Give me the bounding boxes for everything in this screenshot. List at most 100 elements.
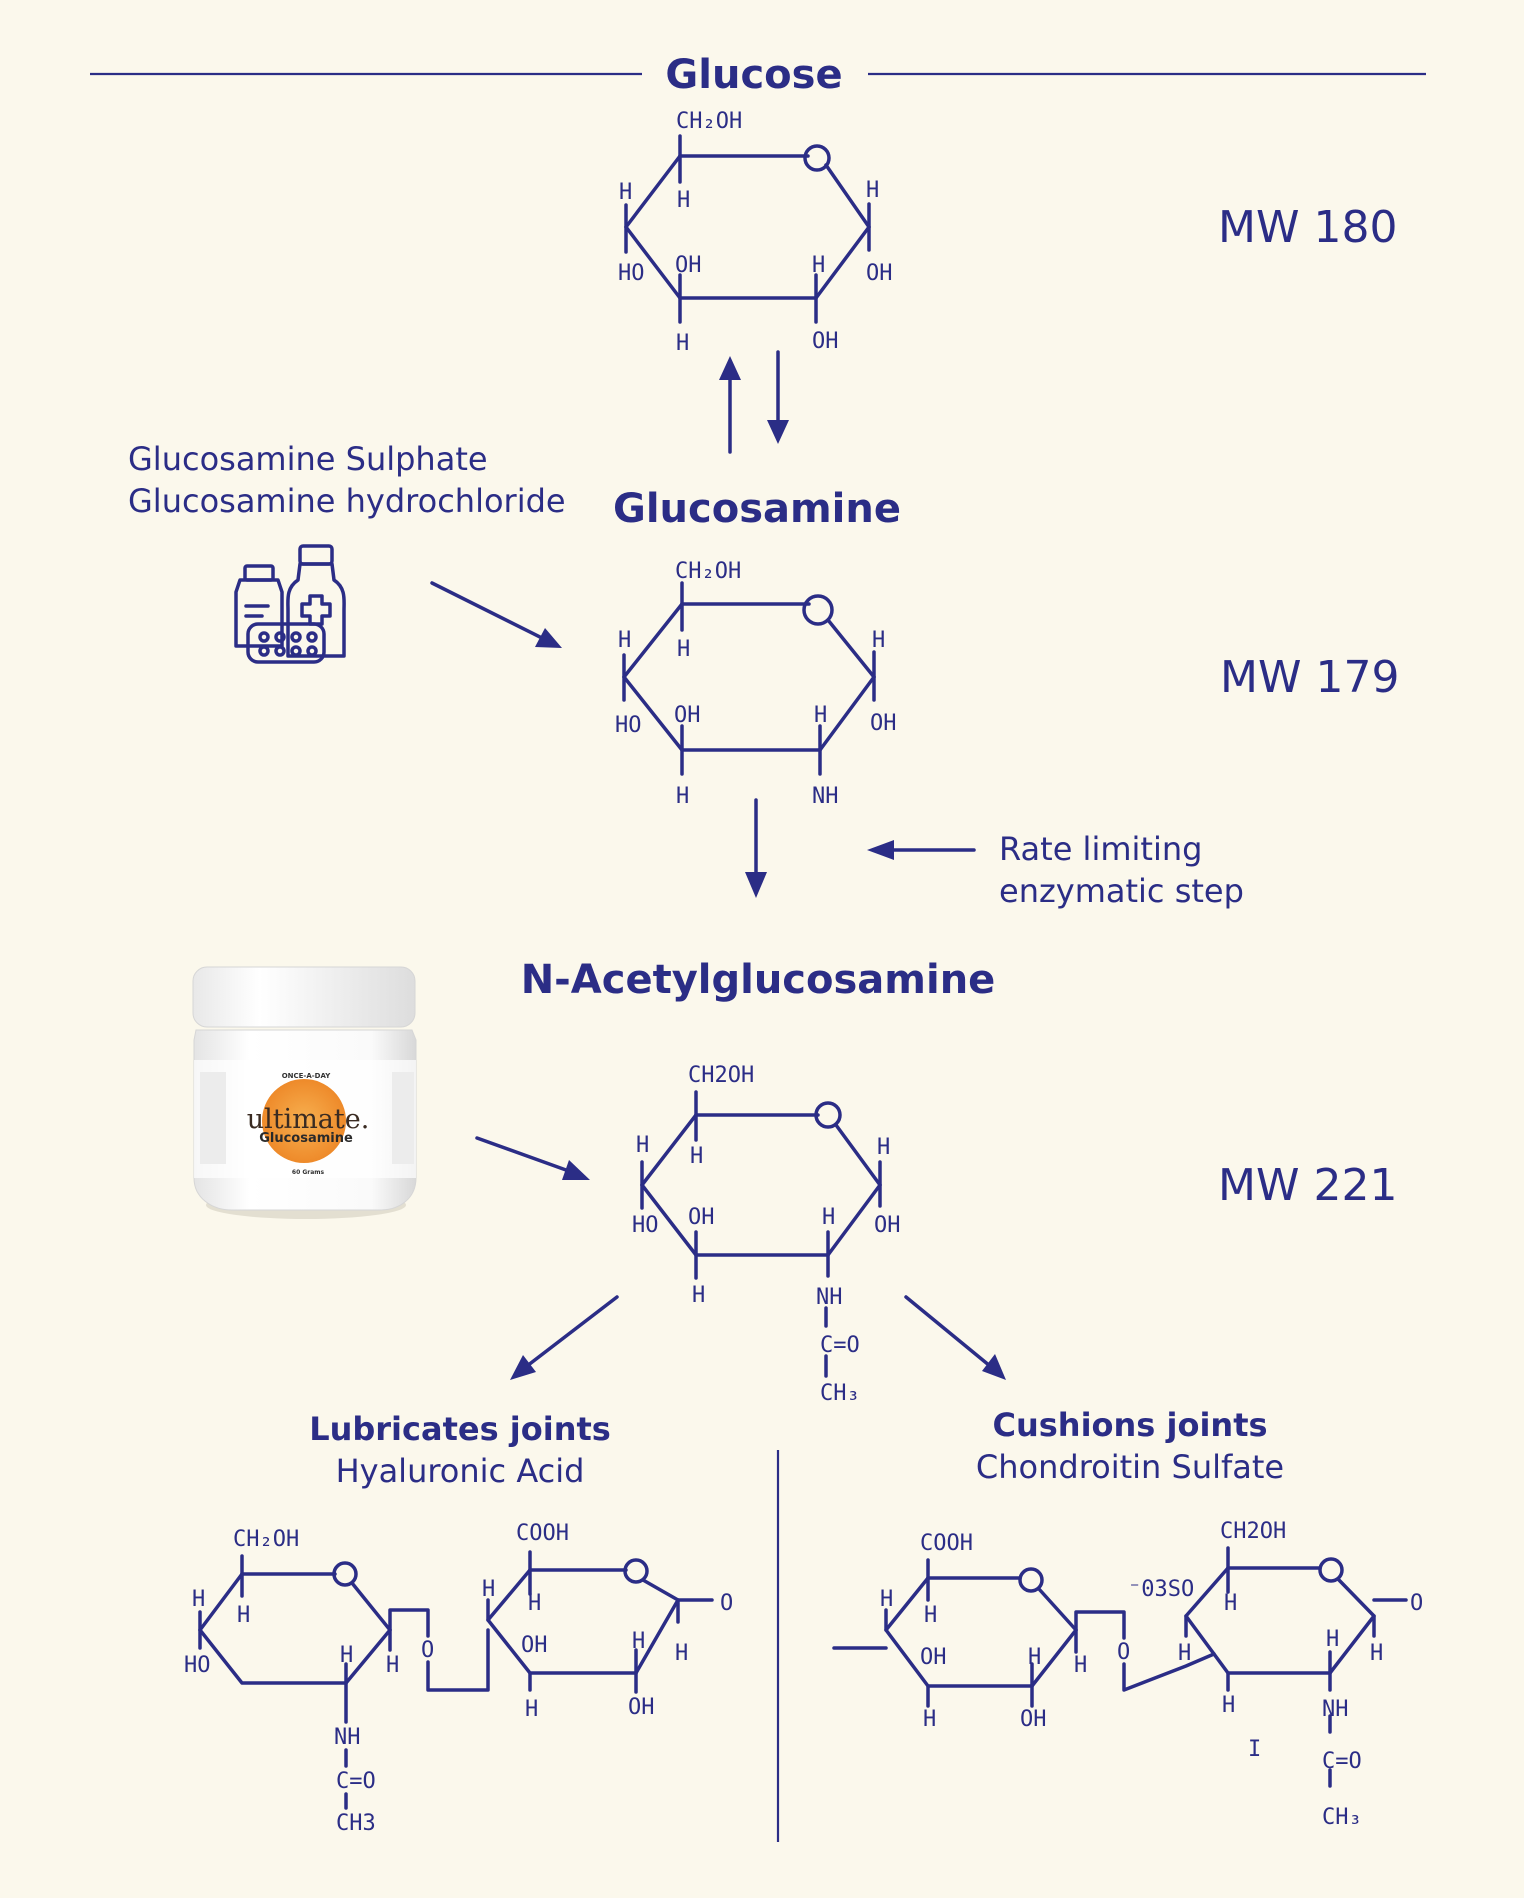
atom-label: OH xyxy=(920,1645,947,1670)
atom-label: H xyxy=(192,1587,205,1612)
atom-label: H xyxy=(880,1587,893,1612)
rate-line1: Rate limiting xyxy=(999,830,1202,868)
branch-arrows xyxy=(510,1295,1006,1380)
mw-glucose: MW 180 xyxy=(1218,202,1397,253)
atom-label: H xyxy=(677,188,690,213)
pill xyxy=(290,645,302,657)
mw-glucosamine: MW 179 xyxy=(1220,652,1399,703)
pill xyxy=(274,631,286,643)
jar-top-text: ONCE-A-DAY xyxy=(282,1072,332,1080)
arrow-right-shaft xyxy=(904,1295,992,1368)
header: Glucose xyxy=(90,52,1426,98)
atom-label: H xyxy=(340,1643,353,1668)
atom-label: H xyxy=(692,1283,705,1308)
pill-pack xyxy=(246,622,326,664)
atom-label: OH xyxy=(674,703,701,728)
atom-label: H xyxy=(482,1577,495,1602)
arrow-head xyxy=(867,840,894,860)
ring-oxygen xyxy=(1318,1557,1344,1583)
ring-bonds xyxy=(884,1576,1078,1688)
atom-label: H xyxy=(675,1641,688,1666)
atom-label: CH₂OH xyxy=(233,1527,299,1552)
atom-label: CH2OH xyxy=(688,1063,754,1088)
atom-label: O xyxy=(1410,1591,1423,1616)
medicine-bottles-icon xyxy=(234,544,346,664)
pill xyxy=(290,631,302,643)
ring-oxygen xyxy=(623,1558,649,1584)
pill xyxy=(306,631,318,643)
glucosamine-molecule: CH₂OH H H H HO OH H OH H NH xyxy=(615,559,897,809)
atom-label: H xyxy=(525,1697,538,1722)
small-bottle-cap xyxy=(243,564,275,582)
atom-label: H xyxy=(1326,1627,1339,1652)
atom-label: HO xyxy=(615,713,642,738)
atom-label: OH xyxy=(874,1213,901,1238)
source-hydrochloride: Glucosamine hydrochloride xyxy=(128,482,566,520)
cushions-sub: Chondroitin Sulfate xyxy=(976,1448,1284,1486)
rate-line2: enzymatic step xyxy=(999,872,1244,910)
cross-symbol xyxy=(300,594,332,626)
arrow-down-head xyxy=(767,420,789,444)
atom-label: H xyxy=(877,1135,890,1160)
big-bottle-cap xyxy=(298,544,334,566)
arrow-head xyxy=(535,628,562,648)
label-orange-circle xyxy=(262,1079,346,1163)
rate-limiting-note: Rate limiting enzymatic step xyxy=(867,830,1244,910)
ring-bonds xyxy=(486,1568,680,1675)
glucosamine-jar: ONCE-A-DAY ultimate. Glucosamine 60 Gram… xyxy=(192,966,417,1219)
hyaluronic-acid-molecule: CH₂OH H H HO H H NH C=O CH3 O COOH H H O… xyxy=(184,1521,733,1836)
arrow-head xyxy=(562,1160,590,1180)
atom-label: H xyxy=(872,628,885,653)
pill xyxy=(306,645,318,657)
atom-label: NH xyxy=(816,1285,843,1310)
atom-label: NH xyxy=(812,784,839,809)
glycosidic-bond xyxy=(388,1608,430,1638)
ring-oxygen xyxy=(814,1101,842,1129)
sources-label: Glucosamine Sulphate Glucosamine hydroch… xyxy=(128,440,566,520)
ring-bonds xyxy=(198,1572,392,1685)
atom-label: OH xyxy=(521,1633,548,1658)
atom-label: O xyxy=(720,1591,733,1616)
glycosidic-bond xyxy=(1122,1652,1216,1692)
arrow-right-head xyxy=(982,1354,1006,1380)
atom-label: H xyxy=(1074,1653,1087,1678)
atom-label: H xyxy=(677,637,690,662)
atom-label: H xyxy=(1178,1641,1191,1666)
atom-label: CH₂OH xyxy=(676,109,742,134)
atom-label: H xyxy=(1224,1591,1237,1616)
atom-label: CH₂OH xyxy=(675,559,741,584)
atom-label: H xyxy=(1222,1693,1235,1718)
jar-product-name: Glucosamine xyxy=(259,1131,353,1146)
atom-label: H xyxy=(1370,1641,1383,1666)
atom-label: H xyxy=(1028,1645,1041,1670)
atom-label: OH xyxy=(628,1695,655,1720)
atom-label: OH xyxy=(675,253,702,278)
atom-label: I xyxy=(1248,1737,1261,1762)
atom-label: CH₃ xyxy=(820,1381,860,1406)
ring-oxygen xyxy=(803,144,831,172)
atom-label: O xyxy=(421,1638,434,1663)
glucose-title: Glucose xyxy=(665,52,842,98)
label-side-right xyxy=(392,1072,414,1164)
atom-label: C=O xyxy=(336,1769,376,1794)
equilibrium-arrows xyxy=(719,350,789,454)
ring-oxygen xyxy=(1018,1567,1044,1593)
atom-label: NH xyxy=(1322,1697,1349,1722)
arrow-up-head xyxy=(719,356,741,380)
cushions-title: Cushions joints xyxy=(992,1406,1267,1444)
atom-label: HO xyxy=(632,1213,659,1238)
glucosamine-title: Glucosamine xyxy=(613,486,901,532)
jar-lid xyxy=(192,966,416,1028)
glycosidic-bond xyxy=(426,1628,490,1692)
glycosidic-bond xyxy=(1074,1610,1126,1640)
nag-title: N-Acetylglucosamine xyxy=(521,957,996,1003)
arrow-down-to-nag xyxy=(745,798,767,898)
arrow-shaft xyxy=(430,581,544,640)
atom-label: C=O xyxy=(820,1333,860,1358)
atom-label: HO xyxy=(184,1653,211,1678)
atom-label: OH xyxy=(1020,1707,1047,1732)
atom-label: H xyxy=(812,253,825,278)
atom-label: H xyxy=(690,1144,703,1169)
label-side-left xyxy=(200,1072,226,1164)
atom-label: CH3 xyxy=(336,1811,376,1836)
